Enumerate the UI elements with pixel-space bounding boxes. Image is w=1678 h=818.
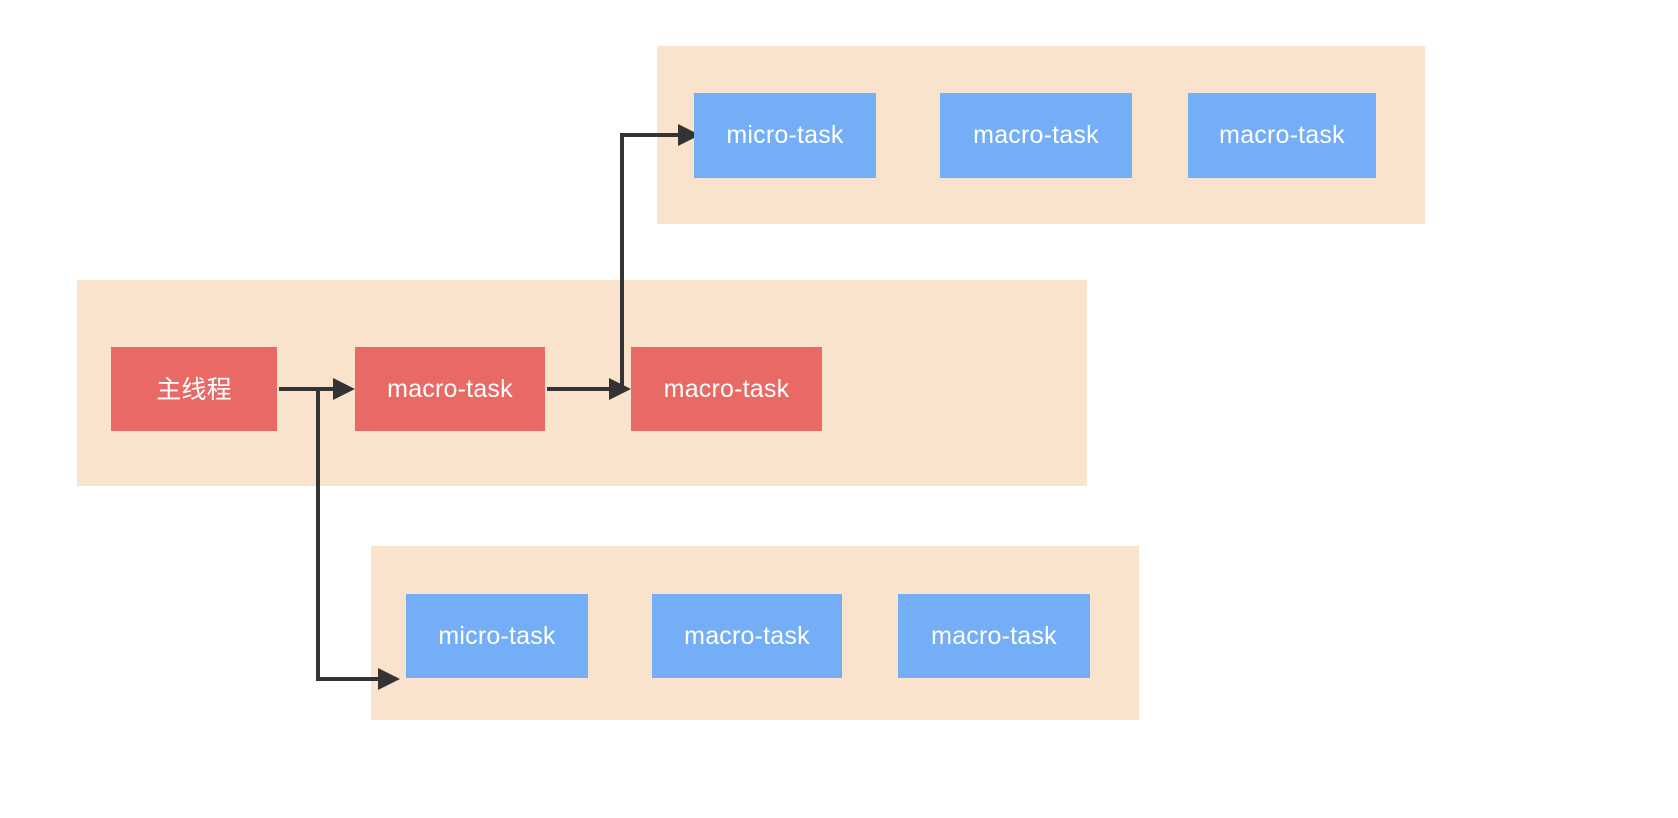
- main-thread-node-label: 主线程: [156, 374, 232, 404]
- main-thread-node[interactable]: 主线程: [111, 347, 277, 431]
- top-queue-task-1[interactable]: macro-task: [940, 93, 1132, 178]
- top-queue-task-2-label: macro-task: [1219, 121, 1345, 149]
- main-thread-task-1[interactable]: macro-task: [355, 347, 545, 431]
- bottom-queue-task-2-label: macro-task: [931, 621, 1057, 650]
- bottom-queue-task-0-label: micro-task: [438, 621, 556, 650]
- top-queue-task-2[interactable]: macro-task: [1188, 93, 1376, 178]
- bottom-queue-task-0[interactable]: micro-task: [406, 594, 588, 678]
- top-queue-task-0-label: micro-task: [726, 121, 844, 149]
- main-thread-task-2-label: macro-task: [663, 374, 790, 403]
- bottom-queue-task-1[interactable]: macro-task: [652, 594, 842, 678]
- bottom-queue-task-1-label: macro-task: [684, 621, 810, 650]
- bottom-queue-task-2[interactable]: macro-task: [898, 594, 1090, 678]
- main-thread-task-1-label: macro-task: [387, 374, 513, 403]
- top-queue-task-0[interactable]: micro-task: [694, 93, 876, 178]
- main-thread-task-2[interactable]: macro-task: [631, 347, 822, 431]
- top-queue-task-1-label: macro-task: [973, 121, 1099, 149]
